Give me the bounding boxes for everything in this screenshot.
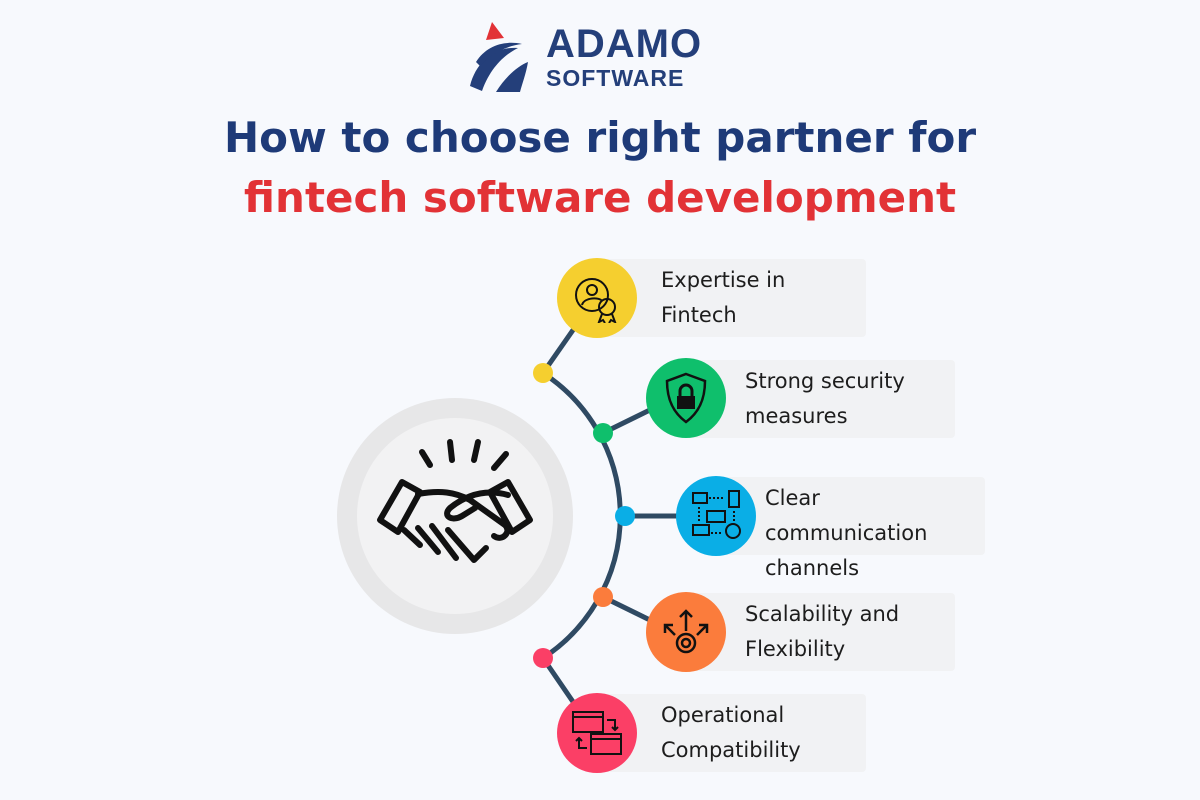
shield-lock-icon xyxy=(646,358,726,438)
dot-3 xyxy=(615,506,635,526)
dot-5 xyxy=(533,648,553,668)
logo-mark-icon xyxy=(470,22,528,92)
handshake-icon xyxy=(377,439,533,563)
title-line-2: fintech software development xyxy=(243,173,957,222)
item-label: Scalability and Flexibility xyxy=(745,602,900,661)
scalability-gear-icon xyxy=(646,592,726,672)
item-label: Clear communication channels xyxy=(765,486,928,580)
item-security: Strong security measures xyxy=(686,360,955,438)
item-compatibility: Operational Compatibility xyxy=(597,694,866,772)
dot-2 xyxy=(593,423,613,443)
dot-4 xyxy=(593,587,613,607)
item-label: Strong security measures xyxy=(745,369,905,428)
dot-1 xyxy=(533,363,553,383)
item-label: Expertise in Fintech xyxy=(661,268,786,327)
item-label: Operational Compatibility xyxy=(661,703,801,762)
communication-channels-icon xyxy=(676,476,756,556)
logo-word: ADAMO xyxy=(546,22,703,66)
item-expertise: Expertise in Fintech xyxy=(597,259,866,337)
window-sync-icon xyxy=(557,693,637,773)
adamo-logo: ADAMO SOFTWARE xyxy=(466,16,746,96)
item-scalability: Scalability and Flexibility xyxy=(686,593,955,671)
title-line-1: How to choose right partner for xyxy=(223,113,977,162)
item-communication: Clear communication channels xyxy=(716,477,985,580)
expert-award-icon xyxy=(557,258,637,338)
logo-subword: SOFTWARE xyxy=(546,65,685,91)
